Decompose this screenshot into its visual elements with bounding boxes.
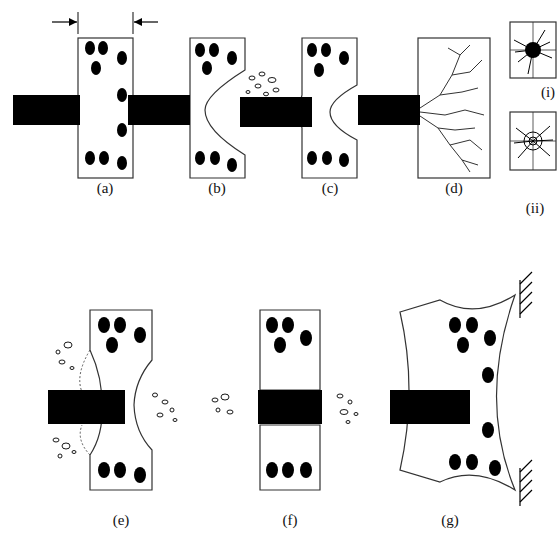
panel-label: (e) — [113, 513, 130, 528]
crack-lines — [420, 45, 484, 172]
panel-label: (b) — [208, 181, 226, 196]
target-plate — [418, 38, 490, 178]
projectile — [13, 95, 470, 424]
panel-label: (d) — [445, 181, 463, 196]
dimension-tick — [132, 12, 133, 34]
dimension-arrow — [134, 21, 158, 22]
spiral-cracks — [514, 126, 553, 158]
dimension-arrow — [52, 21, 77, 22]
panel-label: (g) — [441, 513, 459, 528]
panel-label: (f) — [283, 513, 298, 528]
panel-label: (ii) — [526, 201, 544, 216]
target-plate — [190, 38, 245, 178]
panel-label: (i) — [541, 85, 555, 100]
support-hatch — [520, 272, 532, 506]
dimension-tick — [77, 12, 78, 34]
inclusion-dots — [85, 41, 501, 483]
panel-label: (a) — [97, 181, 114, 196]
inset-box — [510, 112, 556, 170]
target-plate — [78, 38, 133, 178]
radial-cracks — [514, 30, 552, 74]
debris — [53, 72, 358, 458]
panel-label: (c) — [322, 181, 339, 196]
inset-box — [510, 22, 556, 78]
